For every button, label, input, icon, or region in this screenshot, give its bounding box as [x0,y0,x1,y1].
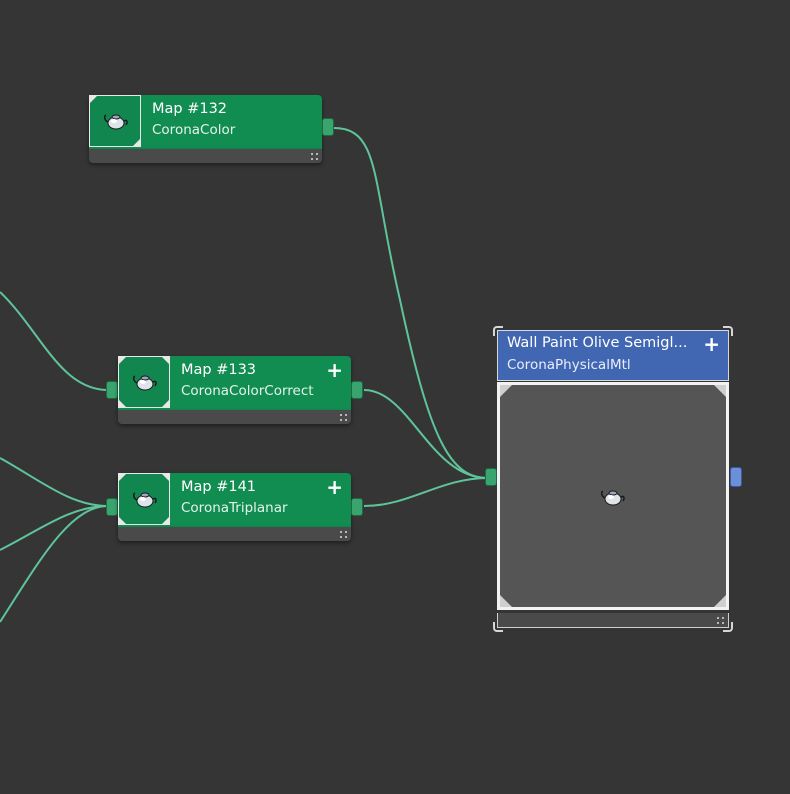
selection-corner [493,622,503,632]
node-type: CoronaTriplanar [181,500,288,516]
teapot-icon [132,375,157,391]
wire-offscreen-to-map141-b [0,505,109,551]
node-thumbnail[interactable] [89,95,141,147]
node-map-141[interactable]: Map #141 CoronaTriplanar + [106,473,363,541]
wire-map132-to-material [333,127,489,479]
node-type: CoronaColor [152,122,236,138]
resize-grip-icon[interactable] [340,531,347,538]
add-input-button[interactable]: + [703,332,720,356]
input-socket[interactable] [106,498,118,516]
node-map-132[interactable]: Map #132 CoronaColor [89,95,334,163]
output-socket[interactable] [351,381,363,399]
node-header[interactable]: Map #132 CoronaColor [89,95,322,149]
teapot-icon [103,114,128,130]
material-preview[interactable] [497,382,729,610]
node-title: Map #141 [181,479,257,495]
input-socket[interactable] [106,381,118,399]
node-thumbnail[interactable] [118,356,170,408]
node-footer [89,149,322,163]
node-map-133[interactable]: Map #133 CoronaColorCorrect + [106,356,363,424]
wire-offscreen-to-map133 [0,291,109,391]
teapot-icon [132,492,157,508]
add-input-button[interactable]: + [326,475,343,499]
node-header[interactable]: Map #141 CoronaTriplanar + [118,473,351,527]
add-input-button[interactable]: + [326,358,343,382]
wire-offscreen-to-map141-c [0,505,109,623]
input-socket[interactable] [485,468,497,486]
node-footer [118,527,351,541]
resize-grip-icon[interactable] [717,617,724,624]
wire-offscreen-to-map141-a [0,457,109,507]
wire-map141-to-material [363,477,489,507]
wire-map133-to-material [363,389,489,479]
selection-corner [723,622,733,632]
node-title: Map #132 [152,101,228,117]
output-socket[interactable] [322,118,334,136]
node-material-wall-paint[interactable]: Wall Paint Olive Semigl... CoronaPhysica… [485,326,742,632]
node-header[interactable]: Map #133 CoronaColorCorrect + [118,356,351,410]
material-header[interactable]: Wall Paint Olive Semigl... CoronaPhysica… [497,330,729,381]
resize-grip-icon[interactable] [311,153,318,160]
node-type: CoronaColorCorrect [181,383,314,399]
material-footer [497,613,729,628]
selection-corner [723,326,733,336]
teapot-icon [600,490,625,506]
material-title: Wall Paint Olive Semigl... [507,335,688,351]
node-footer [118,410,351,424]
material-type: CoronaPhysicalMtl [507,357,631,373]
output-socket[interactable] [730,467,742,487]
resize-grip-icon[interactable] [340,414,347,421]
node-thumbnail[interactable] [118,473,170,525]
selection-corner [493,326,503,336]
output-socket[interactable] [351,498,363,516]
node-title: Map #133 [181,362,257,378]
